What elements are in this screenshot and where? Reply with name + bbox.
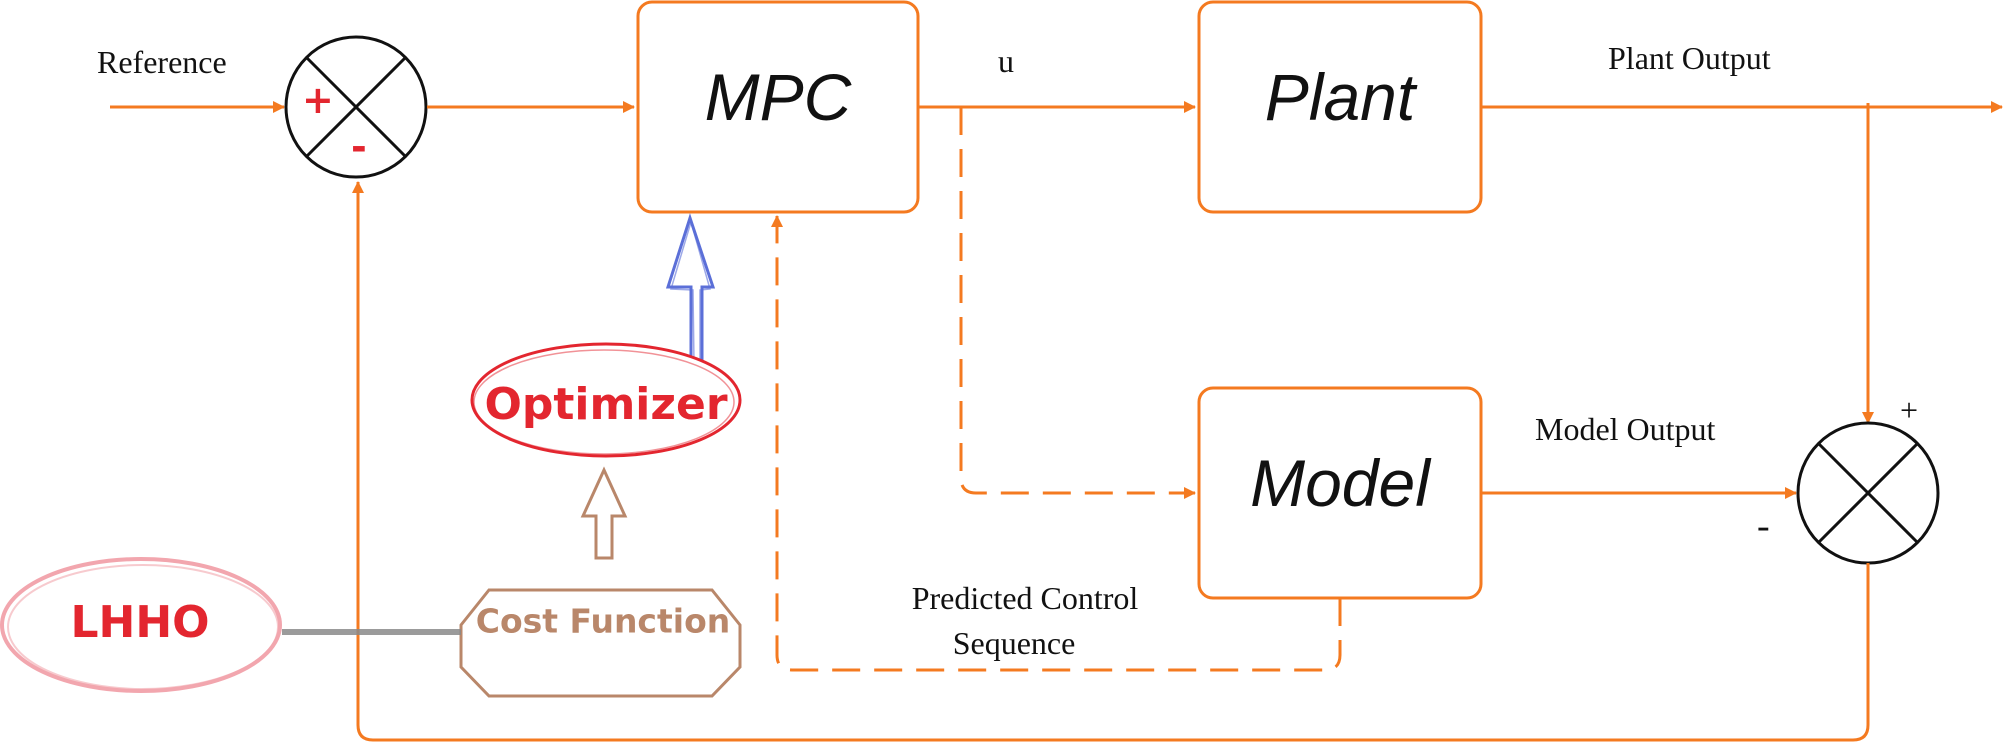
cost-to-optimizer-arrow — [580, 466, 628, 560]
optimizer-ellipse-sketch — [473, 349, 735, 455]
optimizer-label: Optimizer — [484, 379, 727, 430]
optimizer-ellipse — [470, 342, 742, 458]
predicted-control-label: Predicted Control — [912, 580, 1139, 616]
predicted-sequence-dashed-path — [771, 215, 1342, 672]
u-label: u — [998, 43, 1014, 79]
cost-function-hexagon — [459, 588, 742, 698]
summing-junction-1 — [284, 35, 428, 179]
model-output-label: Model Output — [1535, 411, 1716, 447]
lhho-ellipse — [0, 557, 282, 693]
u-to-model-dashed-path — [959, 107, 1196, 499]
reference-label: Reference — [97, 44, 227, 80]
cost-function-label: Cost Function — [476, 602, 731, 641]
summing-junction-2 — [1796, 421, 1940, 565]
sum1-minus-sign: - — [351, 125, 367, 169]
mpc-label: MPC — [705, 60, 853, 134]
feedback-path — [352, 181, 1870, 742]
optimizer-to-mpc-arrow — [665, 213, 716, 364]
sum2-plus-sign: + — [1900, 392, 1918, 428]
optimizer-arrow-sketch — [670, 219, 711, 365]
sequence-label: Sequence — [953, 625, 1076, 661]
plant-output-label: Plant Output — [1608, 40, 1771, 76]
sum2-minus-sign: - — [1757, 505, 1770, 547]
lhho-ellipse-sketch — [7, 564, 279, 690]
sum1-plus-sign: + — [302, 78, 334, 122]
plant-label: Plant — [1265, 60, 1418, 134]
lhho-label: LHHO — [70, 597, 209, 648]
model-label: Model — [1250, 446, 1432, 520]
